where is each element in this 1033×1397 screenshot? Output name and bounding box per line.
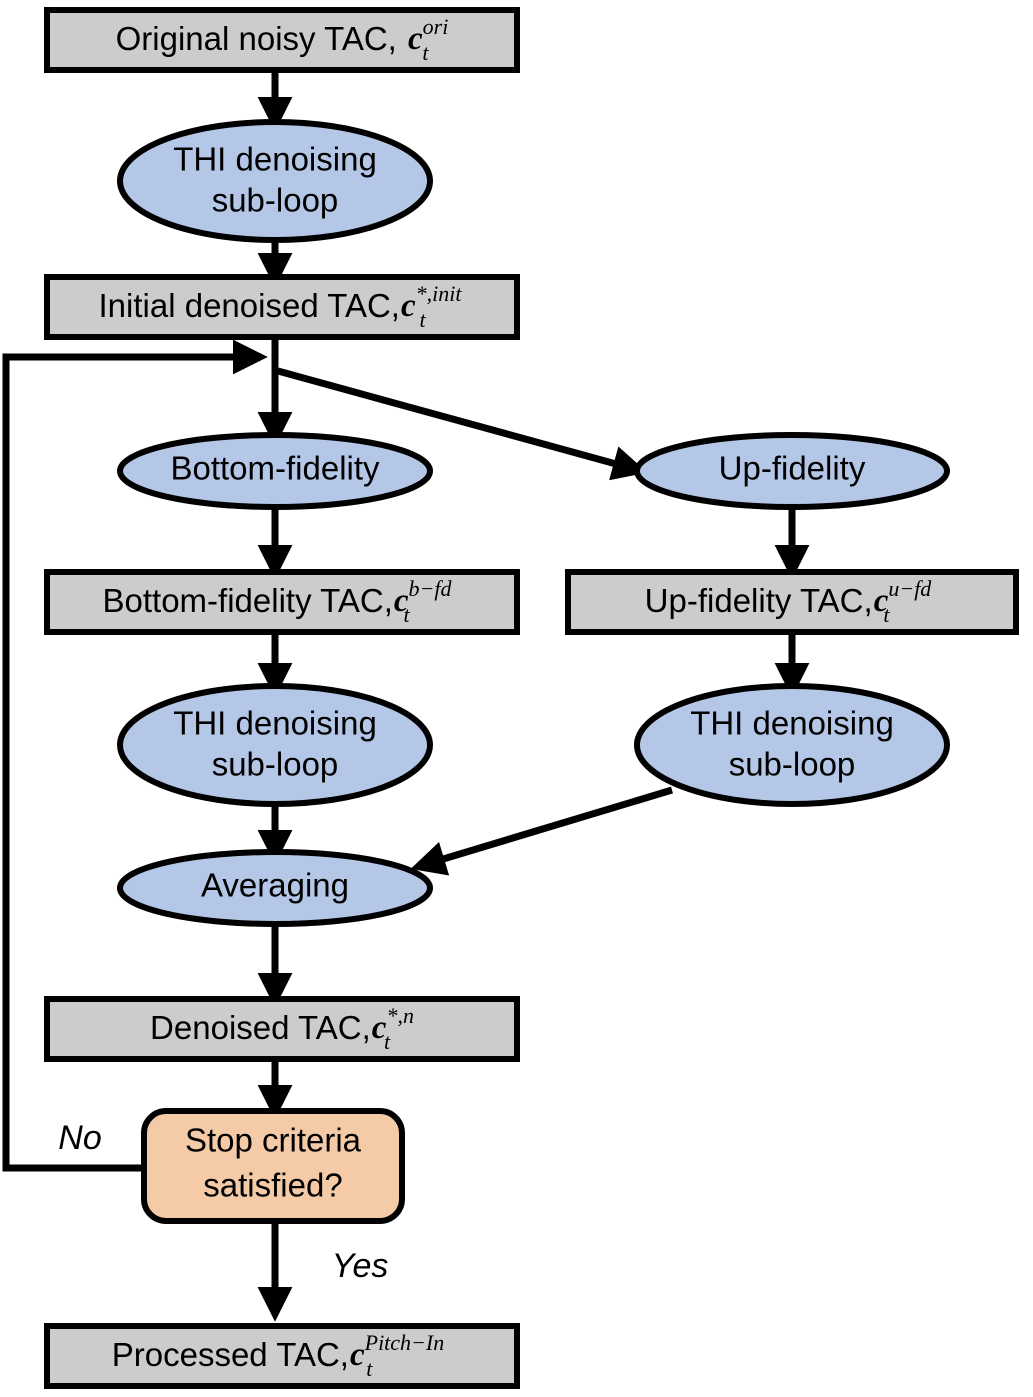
node-thi-denoising-initial-line2: sub-loop: [212, 182, 339, 219]
node-stop-criteria-line1: Stop criteria: [185, 1122, 362, 1159]
node-denoised-tac-symbol: c: [372, 1010, 387, 1046]
node-up-fidelity-tac-subscript: t: [883, 602, 890, 627]
svg-text:Denoised TAC,c*,nt: Denoised TAC,c*,nt: [150, 1003, 414, 1054]
node-thi-denoising-initial-line1: THI denoising: [173, 141, 377, 178]
node-up-fidelity-tac-symbol: c: [874, 583, 889, 619]
node-original-noisy-tac-subscript: t: [422, 40, 429, 65]
edge-label-no: No: [58, 1119, 101, 1157]
edge-feedback-loop-no: [2, 339, 268, 1172]
node-bottom-fidelity-tac-symbol: c: [394, 583, 409, 619]
node-denoised-tac-superscript: *,n: [386, 1003, 414, 1028]
node-thi-denoising-up-line1: THI denoising: [690, 705, 894, 742]
node-stop-criteria-line2: satisfied?: [203, 1167, 342, 1204]
node-averaging: Averaging: [117, 849, 433, 927]
node-thi-denoising-bottom: THI denoising sub-loop: [117, 683, 433, 807]
edge-label-yes: Yes: [332, 1247, 389, 1285]
node-bottom-fidelity-label: Bottom-fidelity: [170, 450, 380, 487]
node-thi-denoising-bottom-line1: THI denoising: [173, 705, 377, 742]
node-initial-denoised-tac-subscript: t: [419, 307, 426, 332]
node-thi-denoising-bottom-line2: sub-loop: [212, 746, 339, 783]
edge-thi-up-to-averaging: [410, 786, 674, 876]
node-stop-criteria: Stop criteria satisfied?: [141, 1108, 405, 1224]
svg-text:Up-fidelity TAC,cu−fdt: Up-fidelity TAC,cu−fdt: [645, 576, 933, 627]
edge-junction-to-up-fidelity: [277, 367, 648, 481]
svg-text:Bottom-fidelity TAC,cb−fdt: Bottom-fidelity TAC,cb−fdt: [103, 576, 453, 627]
node-initial-denoised-tac-text: Initial denoised TAC,: [99, 287, 400, 324]
node-up-fidelity: Up-fidelity: [634, 432, 950, 510]
node-denoised-tac-subscript: t: [384, 1029, 391, 1054]
node-processed-tac-superscript: Pitch−In: [364, 1330, 445, 1355]
node-thi-denoising-up-line2: sub-loop: [729, 746, 856, 783]
node-thi-denoising-initial: THI denoising sub-loop: [117, 119, 433, 243]
node-bottom-fidelity-tac-text: Bottom-fidelity TAC,: [103, 582, 393, 619]
node-original-noisy-tac-symbol: c: [408, 21, 423, 57]
svg-text:Processed TAC,cPitch−Int: Processed TAC,cPitch−Int: [112, 1330, 444, 1381]
node-averaging-label: Averaging: [201, 867, 349, 904]
node-bottom-fidelity: Bottom-fidelity: [117, 432, 433, 510]
node-original-noisy-tac-superscript: ori: [423, 14, 449, 39]
node-bottom-fidelity-tac-superscript: b−fd: [409, 576, 453, 601]
node-thi-denoising-up: THI denoising sub-loop: [634, 683, 950, 807]
node-up-fidelity-tac-superscript: u−fd: [888, 576, 932, 601]
node-initial-denoised-tac-symbol: c: [401, 288, 416, 324]
node-processed-tac-subscript: t: [366, 1356, 373, 1381]
node-denoised-tac-text: Denoised TAC,: [150, 1009, 371, 1046]
node-up-fidelity-tac-text: Up-fidelity TAC,: [645, 582, 873, 619]
node-processed-tac-symbol: c: [350, 1337, 365, 1373]
node-processed-tac-text: Processed TAC,: [112, 1336, 349, 1373]
node-initial-denoised-tac-superscript: *,init: [416, 281, 463, 306]
node-up-fidelity-label: Up-fidelity: [719, 450, 866, 487]
node-original-noisy-tac-text: Original noisy TAC,: [116, 20, 406, 57]
node-bottom-fidelity-tac-subscript: t: [404, 602, 411, 627]
